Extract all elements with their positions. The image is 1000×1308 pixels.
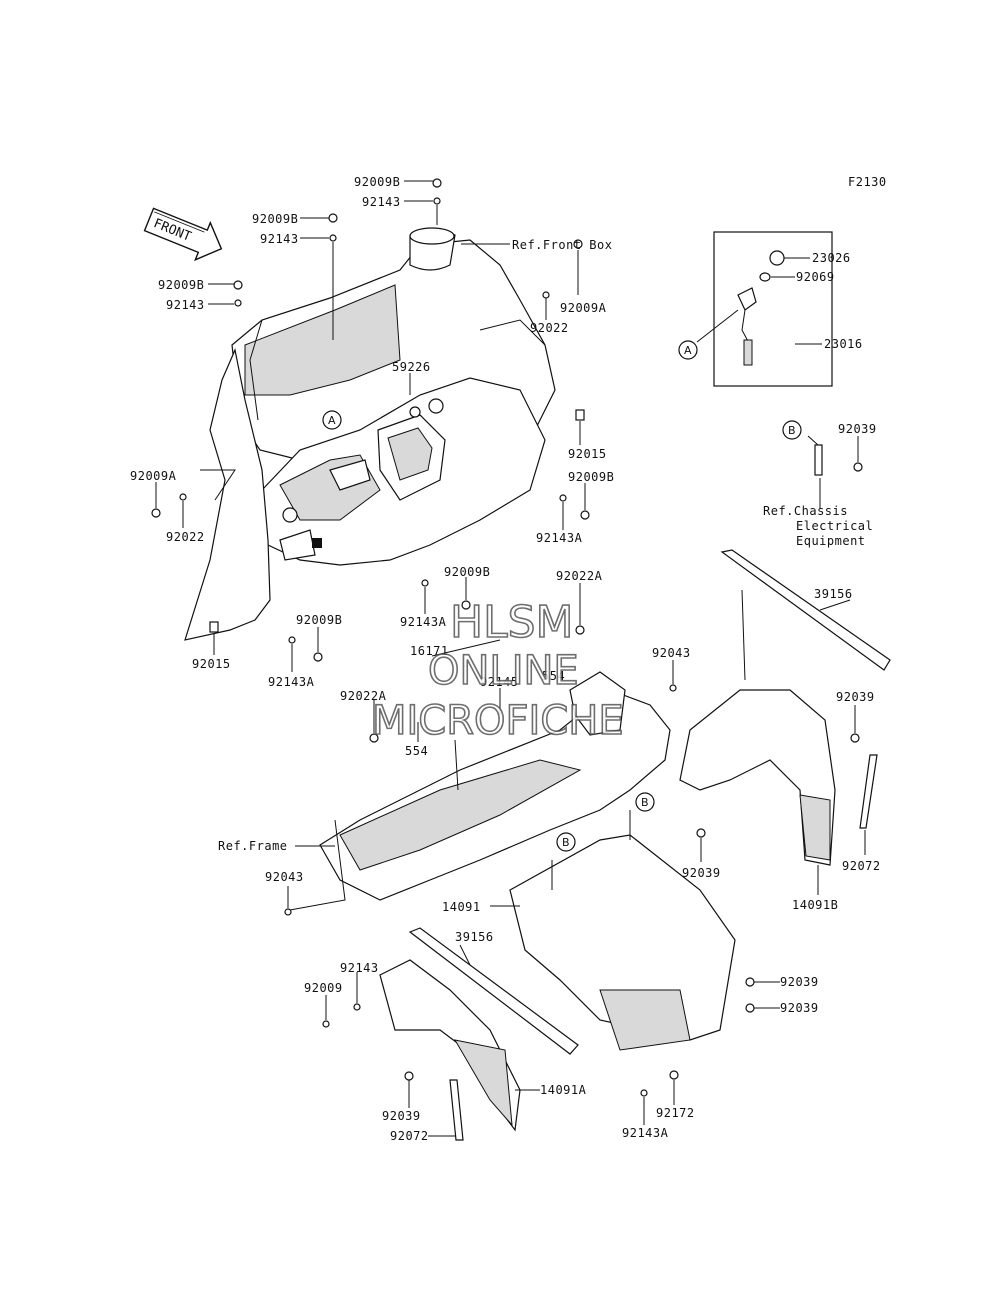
part-label: 92143: [260, 232, 299, 246]
part-label: 92172: [656, 1106, 695, 1120]
part-label: 92015: [568, 447, 607, 461]
callout-B-floor: B: [556, 832, 576, 852]
switch-assembly-box: [713, 231, 833, 387]
part-label: 59226: [392, 360, 431, 374]
callout-A-dash: A: [322, 410, 342, 430]
part-label: 92069: [796, 270, 835, 284]
part-label: 92009: [304, 981, 343, 995]
part-label: 23016: [824, 337, 863, 351]
part-label: 92039: [780, 975, 819, 989]
part-label: 14091: [442, 900, 481, 914]
part-label: 92009B: [354, 175, 400, 189]
part-label: 92143A: [622, 1126, 669, 1140]
watermark: HLSM ONLINE MICROFICHE: [371, 596, 624, 745]
left-side-panel: [184, 348, 271, 641]
part-label: 92145: [480, 675, 519, 689]
callout-B-chassis: B: [782, 420, 802, 440]
watermark-line1: HLSM: [450, 597, 574, 648]
part-label: 92009A: [560, 301, 607, 315]
part-label: 92015: [192, 657, 231, 671]
part-label: 14091A: [540, 1083, 587, 1097]
part-label: 92072: [842, 859, 881, 873]
figure-code: F2130: [848, 175, 887, 189]
part-label: 92143: [362, 195, 401, 209]
frame-assembly: [289, 671, 671, 911]
part-label: 92022: [530, 321, 569, 335]
ref-front-box: Ref.Front Box: [512, 238, 612, 252]
part-label: 92039: [682, 866, 721, 880]
part-label: 92043: [265, 870, 304, 884]
seal-strip-39156-upper: [720, 549, 891, 671]
part-label: 92072: [390, 1129, 429, 1143]
part-label: 39156: [814, 587, 853, 601]
part-label: 554: [542, 669, 565, 683]
svg-text:B: B: [788, 424, 796, 437]
seal-strip-39156-lower: [408, 927, 579, 1055]
callout-B-frame: B: [635, 792, 655, 812]
callout-A-box: A: [678, 340, 698, 360]
watermark-line2: ONLINE: [428, 648, 579, 694]
rear-fender-14091B: [679, 689, 836, 866]
part-label: 92039: [780, 1001, 819, 1015]
part-label: 92022A: [556, 569, 603, 583]
part-label: 92143: [166, 298, 205, 312]
part-label: 92043: [652, 646, 691, 660]
front-direction-arrow: FRONT: [143, 207, 223, 262]
ref-chassis-line2: Electrical: [796, 519, 873, 533]
part-label: 92009B: [158, 278, 204, 292]
ref-frame: Ref.Frame: [218, 839, 288, 853]
leader-lines: [155, 180, 866, 1137]
part-label: 92009B: [568, 470, 614, 484]
part-label: 92009B: [296, 613, 342, 627]
svg-text:B: B: [562, 836, 570, 849]
side-fender-14091A: [379, 959, 521, 1132]
part-label: 92009B: [444, 565, 490, 579]
dashboard-panel-59226: [261, 377, 546, 566]
rods-92072: [449, 754, 878, 1141]
part-label: 92009A: [130, 469, 177, 483]
part-label: 92039: [836, 690, 875, 704]
svg-text:A: A: [684, 344, 692, 357]
part-label: 92143A: [400, 615, 447, 629]
part-label: 92143: [340, 961, 379, 975]
part-number-labels: 92009B 92143 92009B 92143 92009B 92143 9…: [130, 175, 881, 1143]
part-label: 92022: [166, 530, 205, 544]
svg-text:A: A: [328, 414, 336, 427]
watermark-line3: MICROFICHE: [372, 698, 624, 744]
part-label: 14091B: [792, 898, 838, 912]
part-label: 39156: [455, 930, 494, 944]
ref-chassis-line3: Equipment: [796, 534, 866, 548]
part-label: 92039: [838, 422, 877, 436]
part-label: 92022A: [340, 689, 387, 703]
part-label: 92009B: [252, 212, 298, 226]
svg-text:B: B: [641, 796, 649, 809]
part-label: 92143A: [536, 531, 583, 545]
ref-chassis-line1: Ref.Chassis: [763, 504, 848, 518]
part-label: 92143A: [268, 675, 315, 689]
part-label: 16171: [410, 644, 449, 658]
part-label: 92039: [382, 1109, 421, 1123]
part-label: 554: [405, 744, 428, 758]
floor-panel-14091: [509, 834, 736, 1051]
fasteners: [151, 178, 863, 1097]
part-label: 23026: [812, 251, 851, 265]
